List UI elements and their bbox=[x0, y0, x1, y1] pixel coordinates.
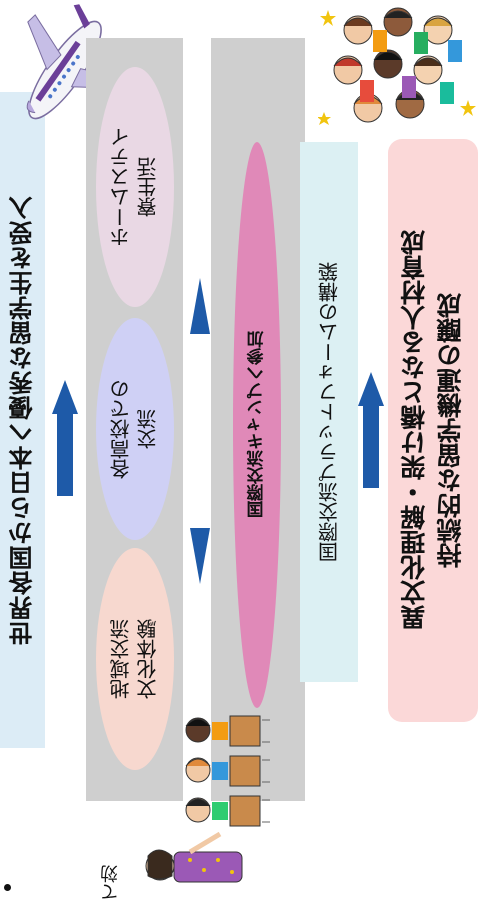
camp-ellipse: 国際交流キャンプへ参加 bbox=[233, 142, 281, 708]
intake-box: 世界各国から日本へ優秀な留学生を受入 bbox=[0, 92, 45, 748]
arrow-right-2-icon bbox=[190, 528, 210, 584]
partial-caption: て効 bbox=[96, 832, 126, 901]
arrow-left-icon bbox=[190, 278, 210, 334]
arrow-right-1-icon bbox=[52, 380, 78, 496]
partial-caption-text: て効 bbox=[100, 865, 121, 901]
platform-text: 国際交流プラットフォームの構築 bbox=[317, 262, 342, 562]
airplane-illustration bbox=[26, 4, 125, 120]
children-group-illustration bbox=[318, 7, 476, 125]
school-exchange-ellipse: 各高校での 交流 bbox=[96, 318, 174, 540]
school-exchange-text: 各高校での 交流 bbox=[109, 379, 160, 479]
outcome-box: 異文化理解・架け橋となる人材育成 持続的な留学機運の醸成 bbox=[388, 139, 478, 722]
homestay-ellipse: ホームステイ 寮生活 bbox=[96, 67, 174, 307]
students-desks-illustration bbox=[185, 715, 270, 827]
bullet-dot bbox=[4, 884, 11, 891]
intake-text: 世界各国から日本へ優秀な留学生を受入 bbox=[9, 195, 37, 645]
local-exchange-ellipse: 地域交流 文化体験 bbox=[96, 548, 174, 770]
local-exchange-text: 地域交流 文化体験 bbox=[109, 619, 160, 699]
outcome-text: 異文化理解・架け橋となる人材育成 持続的な留学機運の醸成 bbox=[399, 230, 465, 631]
arrow-right-3-icon bbox=[358, 372, 384, 488]
camp-text: 国際交流キャンプへ参加 bbox=[247, 331, 268, 519]
teacher-illustration bbox=[145, 831, 243, 883]
platform-box: 国際交流プラットフォームの構築 bbox=[300, 142, 358, 682]
homestay-text: ホームステイ 寮生活 bbox=[109, 127, 160, 247]
